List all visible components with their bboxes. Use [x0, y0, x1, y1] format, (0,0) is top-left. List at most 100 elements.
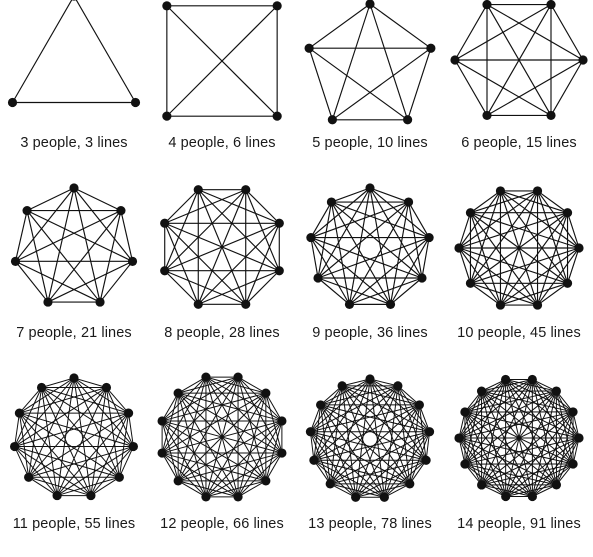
person-node: [275, 266, 284, 275]
person-node: [69, 183, 78, 192]
person-node: [277, 416, 286, 425]
graph-nodes: [11, 183, 137, 306]
graph-edge: [470, 213, 579, 248]
person-node: [563, 208, 572, 217]
graph-edge: [27, 211, 132, 262]
person-node: [338, 381, 347, 390]
complete-graph-10: [445, 186, 593, 316]
graph-edge: [165, 271, 199, 305]
graph-edge: [165, 223, 246, 304]
graph-edge: [568, 213, 579, 248]
person-node: [233, 492, 242, 501]
graph-edge: [42, 378, 74, 388]
person-node: [496, 186, 505, 195]
graph-edge: [74, 0, 135, 103]
person-node: [43, 297, 52, 306]
graph-edge: [551, 60, 583, 115]
graph-edge: [27, 188, 74, 211]
graph-edge: [42, 388, 120, 478]
complete-graph-8: [148, 186, 296, 316]
person-node: [305, 44, 314, 53]
graph-cell-5: 5 people, 10 lines: [296, 0, 444, 180]
person-node: [15, 408, 24, 417]
graph-caption: 8 people, 28 lines: [142, 325, 302, 341]
person-node: [454, 243, 463, 252]
graph-cell-13: 13 people, 78 lines: [296, 377, 444, 557]
graph-edge: [408, 48, 431, 120]
person-node: [10, 442, 19, 451]
person-node: [306, 233, 315, 242]
person-node: [306, 427, 315, 436]
graph-cell-12: 12 people, 66 lines: [148, 377, 296, 557]
graph-caption: 9 people, 36 lines: [290, 325, 450, 341]
person-node: [24, 473, 33, 482]
graph-nodes: [305, 0, 436, 124]
person-node: [528, 492, 537, 501]
person-node: [466, 208, 475, 217]
person-node: [386, 300, 395, 309]
person-node: [194, 185, 203, 194]
person-node: [496, 300, 505, 309]
person-node: [568, 459, 577, 468]
person-node: [261, 389, 270, 398]
person-node: [309, 456, 318, 465]
graph-edge: [13, 0, 74, 103]
graph-caption: 11 people, 55 lines: [0, 516, 154, 532]
graph-edge: [318, 278, 349, 304]
graph-nodes: [8, 0, 140, 107]
person-node: [454, 433, 463, 442]
graph-edge: [16, 211, 121, 262]
graph-edge: [332, 48, 430, 120]
graph-cell-7: 7 people, 21 lines: [0, 186, 148, 366]
graph-edge: [470, 283, 500, 305]
graph-edge: [459, 248, 470, 283]
person-node: [501, 492, 510, 501]
graph-edge: [459, 213, 470, 248]
graph-caption: 5 people, 10 lines: [290, 135, 450, 151]
graph-edge: [74, 378, 106, 388]
person-node: [174, 476, 183, 485]
graph-edge: [165, 190, 246, 271]
person-node: [116, 206, 125, 215]
person-node: [365, 374, 374, 383]
complete-graph-7: [0, 186, 148, 316]
graph-edges: [167, 6, 277, 116]
person-node: [365, 183, 374, 192]
graph-edge: [246, 271, 280, 305]
person-node: [380, 493, 389, 502]
person-node: [482, 0, 491, 9]
graph-edges: [455, 5, 583, 116]
person-node: [403, 115, 412, 124]
person-node: [131, 98, 140, 107]
person-node: [162, 1, 171, 10]
graph-edges: [309, 4, 431, 120]
person-node: [426, 44, 435, 53]
person-node: [128, 257, 137, 266]
person-node: [578, 55, 587, 64]
graph-edge: [391, 278, 422, 304]
graph-edge: [332, 4, 370, 120]
person-node: [261, 476, 270, 485]
graph-edges: [459, 191, 579, 305]
graph-cell-9: 9 people, 36 lines: [296, 186, 444, 366]
graph-edge: [48, 261, 133, 302]
complete-graph-13: [296, 377, 444, 507]
graph-edge: [74, 188, 121, 211]
graph-edge: [482, 391, 533, 496]
graph-edges: [310, 379, 429, 497]
complete-graph-4: [148, 0, 296, 130]
graph-edge: [470, 191, 500, 213]
person-node: [568, 407, 577, 416]
complete-graph-3: [0, 0, 148, 130]
person-node: [460, 407, 469, 416]
person-node: [460, 459, 469, 468]
complete-graph-14: [445, 377, 593, 507]
person-node: [482, 111, 491, 120]
person-node: [174, 389, 183, 398]
graph-caption: 7 people, 21 lines: [0, 325, 154, 341]
graph-caption: 6 people, 15 lines: [439, 135, 593, 151]
graph-edge: [370, 188, 409, 202]
person-node: [233, 373, 242, 382]
person-node: [393, 381, 402, 390]
person-node: [326, 479, 335, 488]
